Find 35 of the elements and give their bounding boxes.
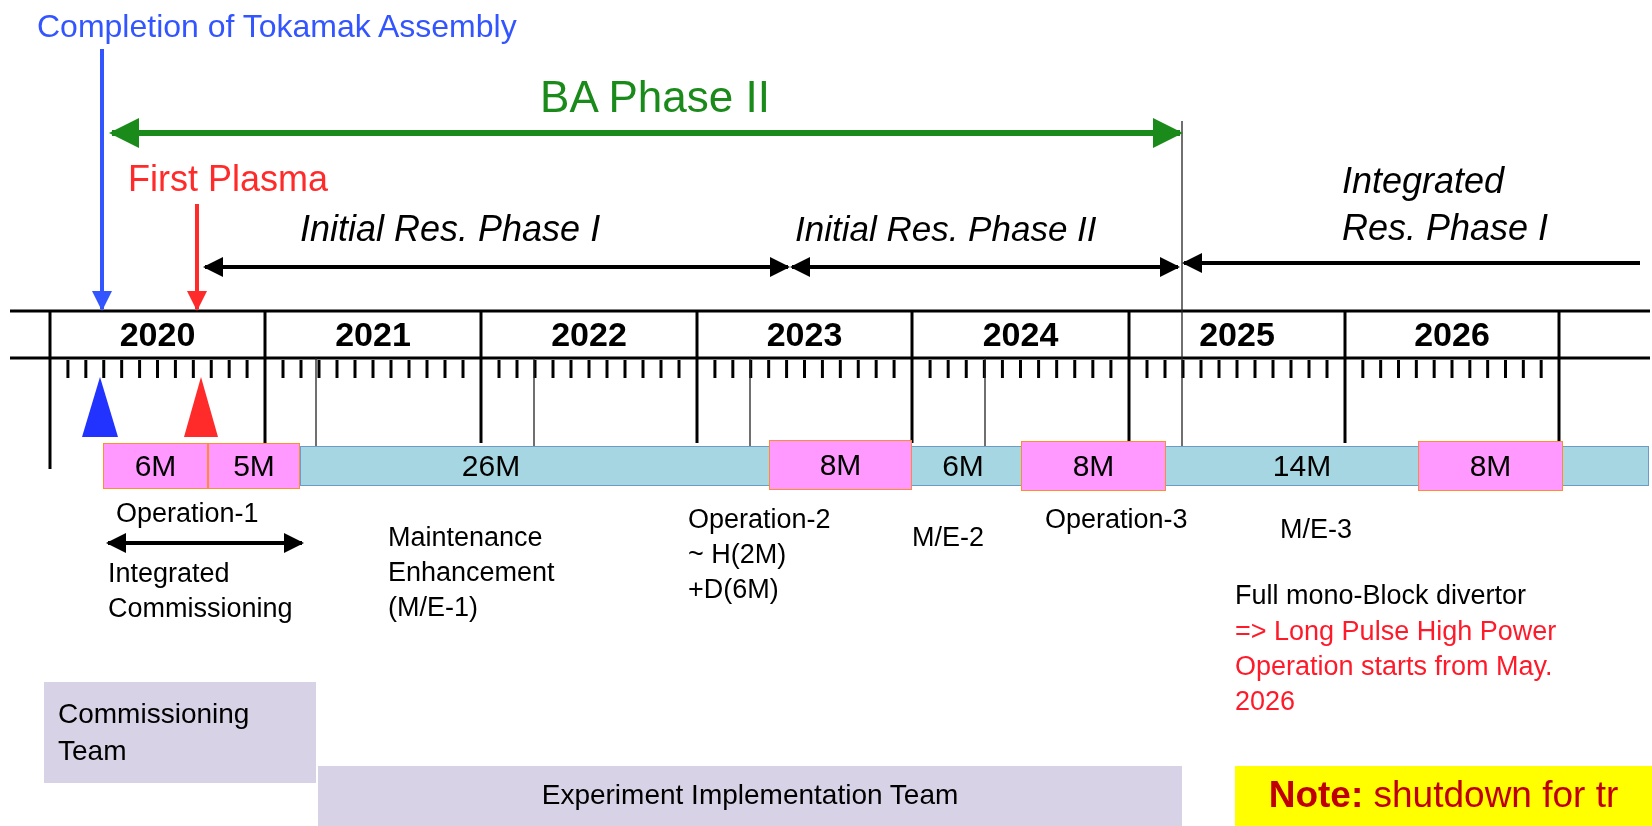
note-box: Note: shutdown for tr: [1235, 766, 1652, 826]
duration-label: 26M: [461, 449, 521, 483]
phase-note: M/E-3: [1280, 513, 1352, 546]
operation-period: 6M: [103, 443, 208, 489]
operation-period: 8M: [769, 440, 912, 490]
phase-note: Integrated Commissioning: [108, 557, 294, 626]
phase-note: Operation-2 ~ H(2M) +D(6M): [688, 503, 832, 607]
team-box: Commissioning Team: [44, 682, 316, 783]
team-box: Experiment Implementation Team: [318, 766, 1182, 826]
operation-period: 5M: [208, 443, 300, 489]
operation-period: 8M: [1418, 441, 1563, 491]
phase-note: M/E-2: [912, 521, 984, 554]
year-label: 2025: [1132, 313, 1342, 356]
phase-label: Initial Res. Phase II: [795, 208, 1098, 250]
milestone-label: First Plasma: [128, 158, 329, 200]
divertor-note: => Long Pulse High Power Operation starts from May. 2026: [1235, 615, 1558, 719]
duration-label: 14M: [1272, 449, 1332, 483]
milestone-label: Completion of Tokamak Assembly: [37, 8, 517, 45]
phase-label: Integrated Res. Phase I: [1342, 159, 1550, 250]
phase-label: BA Phase II: [539, 71, 771, 123]
phase-label: Initial Res. Phase I: [300, 207, 602, 251]
milestone-arrow: [92, 49, 112, 311]
phase-note: Operation-1: [116, 497, 259, 530]
divertor-note: Full mono-Block divertor: [1235, 579, 1527, 612]
phase-note: Operation-3: [1045, 503, 1188, 536]
year-label: 2021: [268, 313, 478, 356]
year-label: 2023: [700, 313, 909, 356]
year-label: 2026: [1348, 313, 1556, 356]
milestone-arrow: [187, 204, 207, 311]
year-label: 2022: [484, 313, 694, 356]
duration-label: 6M: [942, 449, 984, 483]
phase-note: Maintenance Enhancement (M/E-1): [388, 521, 556, 625]
year-label: 2024: [915, 313, 1126, 356]
operation-period: 8M: [1021, 441, 1166, 491]
year-label: 2020: [53, 313, 262, 356]
